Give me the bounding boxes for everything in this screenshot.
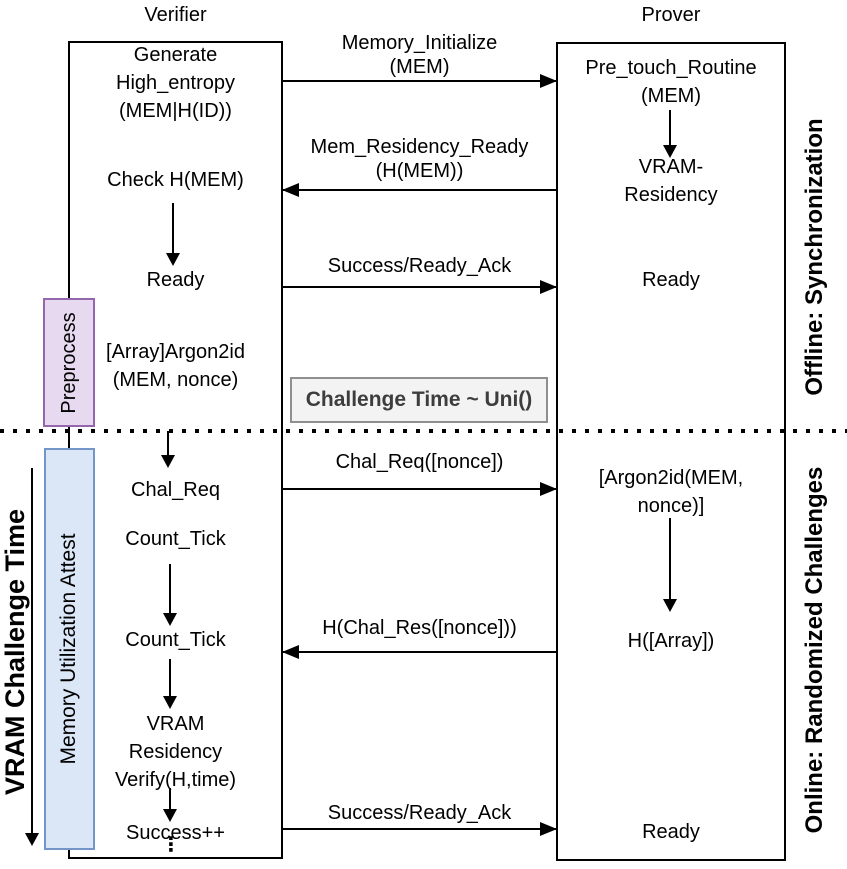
vram-challenge-time-arrow xyxy=(25,468,39,846)
phase-divider-dotted-line xyxy=(0,429,847,433)
down-arrow-icon xyxy=(663,518,677,612)
message-arrow-right-icon xyxy=(283,280,557,294)
message-arrow-right-icon xyxy=(283,74,557,88)
continuation-ellipsis-icon: ⋮ xyxy=(161,834,181,856)
down-arrow-icon xyxy=(663,110,677,158)
message-success-ready-ack-offline: Success/Ready_Ack xyxy=(327,255,512,277)
preprocess-box: Preprocess xyxy=(43,298,95,427)
offline-phase-label: Offline: Synchronization xyxy=(801,118,828,396)
step-hash-array: H([Array]) xyxy=(627,630,715,652)
step-count-tick-2: Count_Tick xyxy=(125,629,226,651)
down-arrow-icon xyxy=(166,203,180,266)
down-arrow-icon xyxy=(163,788,177,822)
step-generate-high-entropy: Generate High_entropy (MEM|H(ID)) xyxy=(116,44,235,122)
message-arrow-right-icon xyxy=(283,482,557,496)
step-vram-residency: VRAM- Residency xyxy=(624,156,718,206)
memory-utilization-attest-box: Memory Utilization Attest xyxy=(44,448,95,850)
challenge-time-note: Challenge Time ~ Uni() xyxy=(290,377,548,423)
step-vram-residency-verify: VRAM Residency Verify(H,time) xyxy=(114,713,237,791)
message-memory-initialize: Memory_Initialize (MEM) xyxy=(341,32,498,78)
step-prover-argon2id: [Argon2id(MEM, nonce)] xyxy=(598,467,744,517)
message-arrow-right-icon xyxy=(283,822,557,836)
prover-title: Prover xyxy=(641,4,701,26)
down-arrow-icon xyxy=(163,564,177,626)
step-success-increment: Success++ xyxy=(126,822,225,844)
step-prover-ready-online: Ready xyxy=(642,821,700,843)
step-pre-touch-routine: Pre_touch_Routine (MEM) xyxy=(585,57,757,107)
step-verifier-ready-offline: Ready xyxy=(146,269,205,291)
online-phase-label: Online: Randomized Challenges xyxy=(801,466,828,834)
vram-challenge-time-label: VRAM Challenge Time xyxy=(0,508,30,796)
down-arrow-icon xyxy=(161,431,175,468)
message-mem-residency-ready: Mem_Residency_Ready (H(MEM)) xyxy=(310,136,529,182)
step-count-tick-1: Count_Tick xyxy=(125,528,226,550)
message-arrow-left-icon xyxy=(282,183,556,197)
step-array-argon2id: [Array]Argon2id (MEM, nonce) xyxy=(106,341,245,391)
step-prover-ready-offline: Ready xyxy=(642,269,700,291)
memory-utilization-attest-label: Memory Utilization Attest xyxy=(57,533,80,765)
preprocess-label: Preprocess xyxy=(58,312,80,414)
down-arrow-icon xyxy=(163,659,177,709)
verifier-title: Verifier xyxy=(144,4,207,26)
message-h-chal-res-nonce: H(Chal_Res([nonce])) xyxy=(322,617,517,639)
message-arrow-left-icon xyxy=(282,645,556,659)
step-check-hmem: Check H(MEM) xyxy=(107,169,244,191)
message-chal-req-nonce: Chal_Req([nonce]) xyxy=(335,451,504,473)
prover-lifeline-box xyxy=(556,42,786,861)
message-success-ready-ack-online: Success/Ready_Ack xyxy=(327,802,512,824)
step-chal-req: Chal_Req xyxy=(131,479,220,501)
